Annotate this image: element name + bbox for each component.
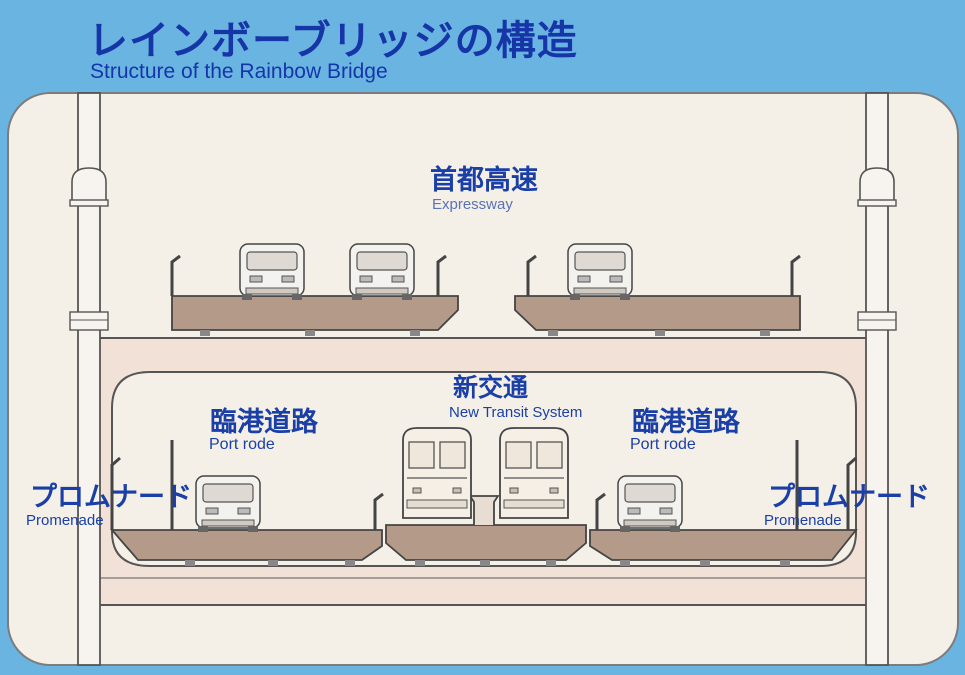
new-transit-label-english: New Transit System	[449, 404, 583, 421]
port-road-right-label-japanese: 臨港道路	[632, 407, 740, 438]
promenade-left-label-english: Promenade	[26, 512, 104, 529]
tower-column-left	[69, 92, 109, 666]
car-icon	[567, 243, 633, 301]
promenade-right-label-english: Promenade	[764, 512, 842, 529]
title-japanese: レインボーブリッジの構造	[88, 18, 578, 64]
port-road-left-label-english: Port rode	[209, 436, 275, 453]
car-icon	[195, 475, 261, 533]
car-icon	[349, 243, 415, 301]
train-icon	[402, 427, 472, 519]
car-icon	[617, 475, 683, 533]
lower-deck-left	[110, 440, 384, 566]
train-icon	[499, 427, 569, 519]
port-road-left-label-japanese: 臨港道路	[210, 407, 318, 438]
promenade-right-label-japanese: プロムナード	[768, 482, 930, 513]
promenade-left-label-japanese: プロムナード	[30, 482, 192, 513]
port-road-right-label-english: Port rode	[630, 436, 696, 453]
expressway-label-japanese: 首都高速	[430, 165, 538, 196]
car-icon	[239, 243, 305, 301]
title-english: Structure of the Rainbow Bridge	[90, 60, 388, 83]
lower-deck-right	[589, 440, 858, 566]
new-transit-label-japanese: 新交通	[453, 373, 529, 402]
lower-deck-transit	[385, 495, 587, 566]
tower-column-right	[857, 92, 897, 666]
expressway-deck-right	[514, 254, 801, 336]
expressway-label-english: Expressway	[432, 196, 513, 213]
